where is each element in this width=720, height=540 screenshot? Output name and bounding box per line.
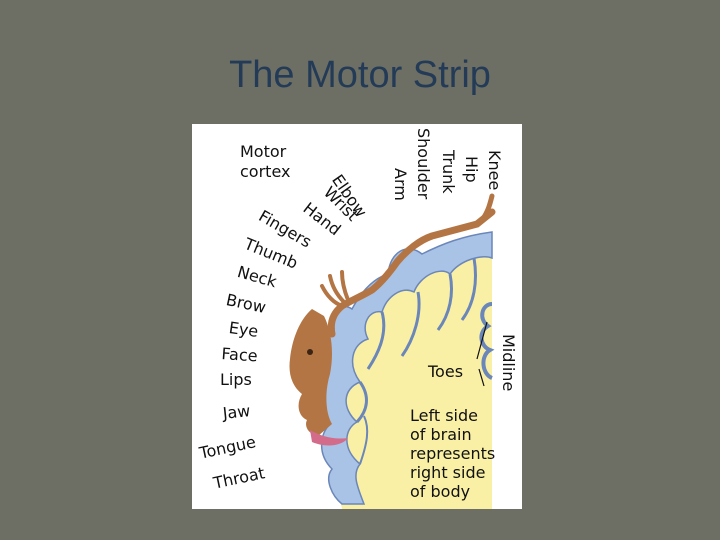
label-jaw: Jaw — [222, 403, 251, 422]
label-shoulder: Shoulder — [415, 128, 431, 199]
label-face: Face — [221, 346, 258, 364]
caption-line1: Left side — [410, 406, 478, 425]
motor-strip-figure: Motor cortex Knee Hip Trunk Shoulder Arm… — [192, 124, 522, 509]
caption-line4: right side — [410, 463, 485, 482]
motor-cortex-label-line1: Motor — [240, 144, 286, 160]
caption-line5: of body — [410, 482, 470, 501]
caption-line2: of brain — [410, 425, 472, 444]
homunculus-hand — [322, 272, 348, 306]
label-hip: Hip — [463, 156, 479, 183]
label-toes: Toes — [428, 364, 463, 380]
motor-cortex-label-line2: cortex — [240, 164, 290, 180]
label-arm: Arm — [392, 168, 408, 201]
label-eye: Eye — [228, 320, 259, 340]
slide-title: The Motor Strip — [0, 54, 720, 97]
label-knee: Knee — [486, 150, 502, 190]
homunculus-face — [290, 309, 333, 436]
label-trunk: Trunk — [440, 150, 456, 194]
label-midline: Midline — [500, 334, 516, 391]
label-lips: Lips — [220, 372, 252, 388]
caption-line3: represents — [410, 444, 495, 463]
